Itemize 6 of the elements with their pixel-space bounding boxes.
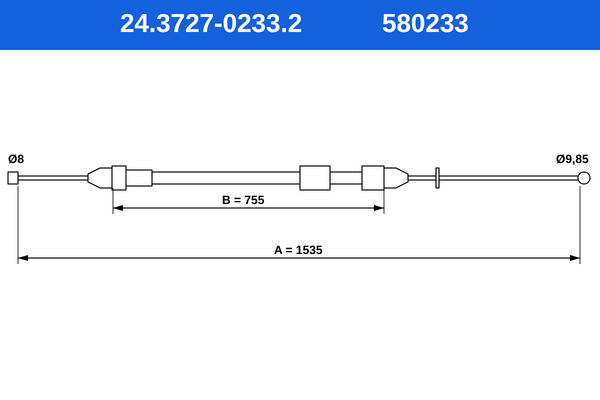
diameter-label: Ø8 — [6, 152, 26, 166]
dimension-label: B = 755 — [220, 193, 266, 207]
part-number: 24.3727-0233.2 — [120, 8, 302, 39]
dimension-label: A = 1535 — [272, 243, 325, 257]
part-number: 580233 — [382, 8, 469, 39]
diameter-label: Ø9,85 — [554, 152, 591, 166]
